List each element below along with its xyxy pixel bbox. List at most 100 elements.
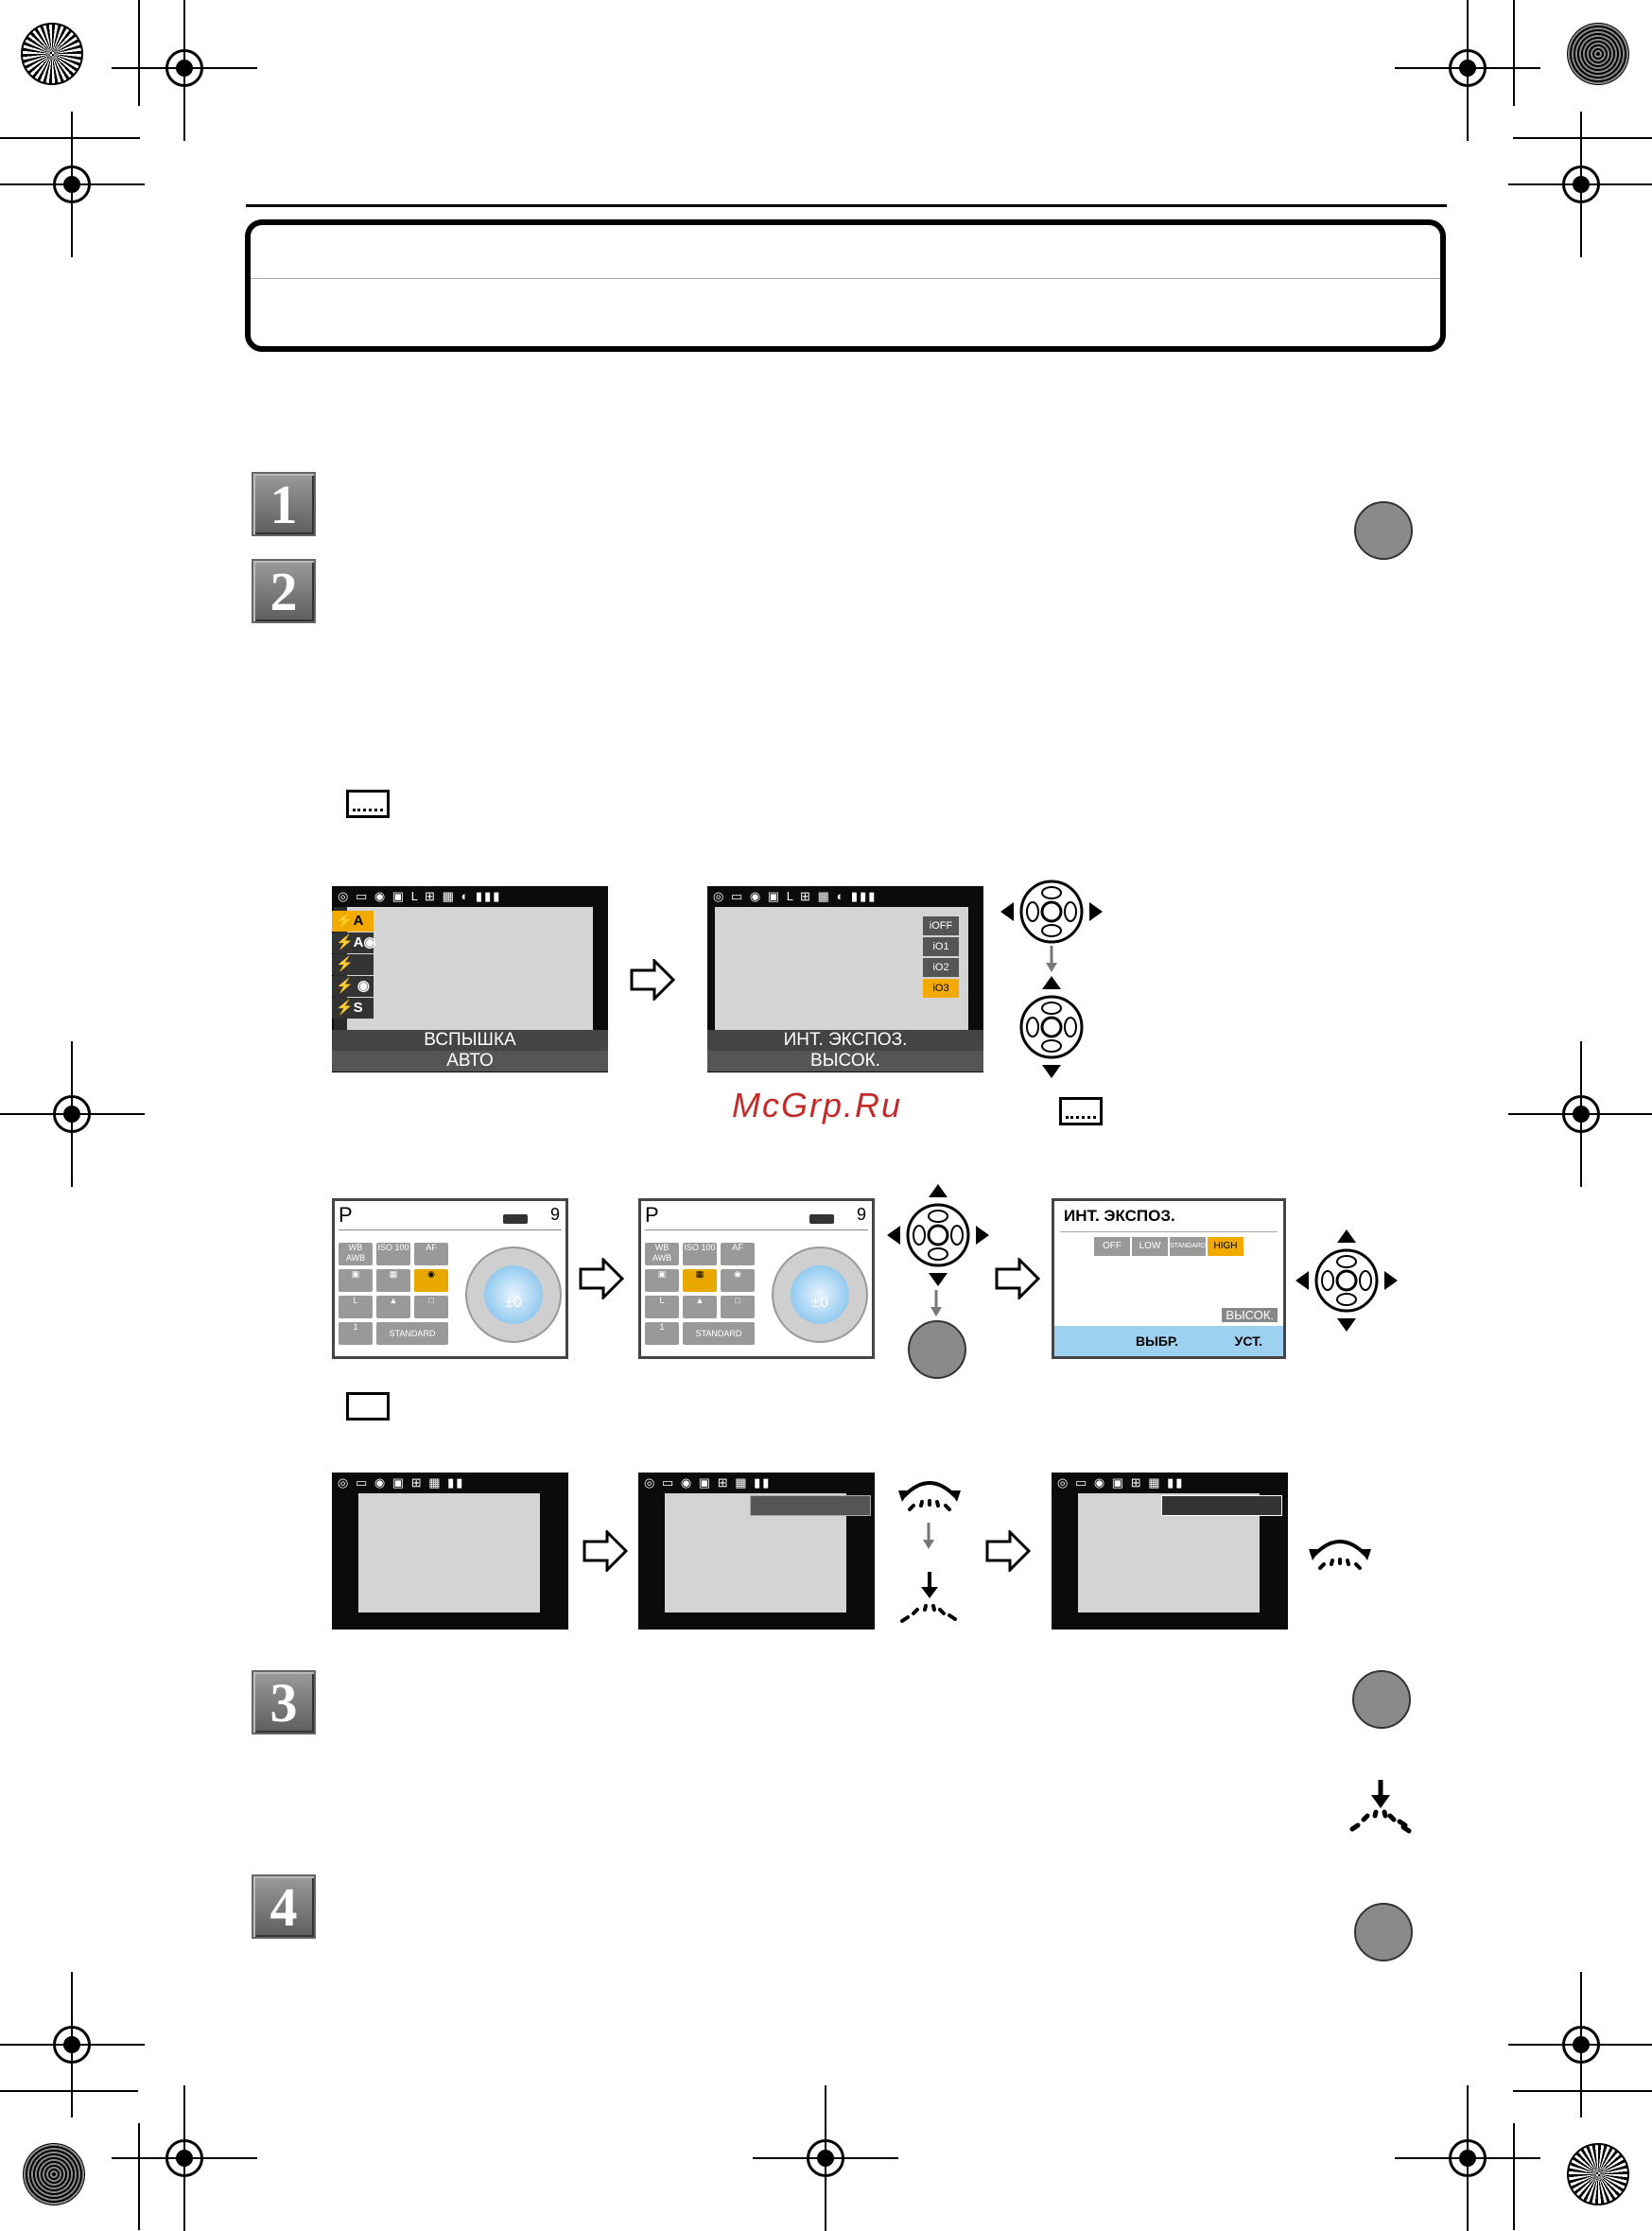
iexp-option: iO2 (923, 958, 959, 977)
quick-cell: L (645, 1296, 679, 1318)
exposure-dial: ±0 (772, 1246, 868, 1343)
registration-mark-icon (1508, 1041, 1652, 1187)
setting-footer (1054, 1326, 1283, 1356)
quick-cell: ▲ (683, 1296, 717, 1318)
exposure-value: ±0 (484, 1265, 543, 1324)
setting-select-hint: ВЫБР. (1136, 1333, 1179, 1349)
crop-line (1513, 2123, 1515, 2230)
setting-option-selected: HIGH (1208, 1237, 1243, 1256)
cursor-pad-icon (887, 1184, 989, 1286)
crop-line (1513, 0, 1515, 106)
registration-mark-icon (112, 0, 257, 141)
setting-title: ИНТ. ЭКСПОЗ. (1064, 1207, 1175, 1225)
flash-caption-1: ВСПЫШКА (332, 1030, 608, 1051)
quick-mode: P (339, 1203, 353, 1227)
step-number: 3 (252, 1670, 316, 1734)
viewfinder-screen: ◎ ▭ ◉ ▣ ⊞ ▦ ▮▮ (332, 1473, 568, 1630)
rings-mark-icon (23, 2143, 85, 2205)
quick-iso: ISO 100 (376, 1243, 410, 1265)
rear-dial-press-icon (900, 1572, 957, 1623)
quick-count: 9 (549, 1205, 560, 1224)
quick-cell: ◉ (721, 1269, 755, 1292)
quick-wb: WB AWB (645, 1243, 679, 1265)
flash-menu-item: ⚡ (332, 954, 374, 975)
starburst-mark-icon (21, 23, 83, 85)
iexp-strip (750, 1495, 871, 1516)
quick-cell: □ (414, 1296, 448, 1318)
mode-lcd-icon (346, 790, 390, 818)
mode-viewfinder-icon (346, 1392, 390, 1421)
flash-caption-2: АВТО (332, 1051, 608, 1072)
lcd-status-bar: ◎ ▭ ◉ ▣ ⊞ ▦ ▮▮ (1057, 1475, 1185, 1490)
quick-af: AF (721, 1243, 755, 1265)
flash-menu-item: ⚡S (332, 998, 374, 1019)
mode-lcd-icon (1059, 1097, 1103, 1125)
flow-arrow-icon (985, 1528, 1032, 1574)
flow-arrow-icon (579, 1256, 625, 1301)
registration-mark-icon (1508, 1972, 1652, 2118)
iexp-option-selected: iO3 (923, 979, 959, 998)
menu-set-button-icon (1354, 1903, 1413, 1961)
setting-option: STANDARD (1170, 1237, 1206, 1256)
setting-option: OFF (1094, 1237, 1130, 1256)
quick-burst: 1 (645, 1322, 679, 1345)
quick-menu-screen: P 9 WB AWB ISO 100 AF ▣ ▦ ◉ L ▲ □ 1 STAN… (332, 1198, 568, 1359)
quick-burst: 1 (339, 1322, 373, 1345)
quick-cell-selected: ▦ (683, 1269, 717, 1292)
quick-cell: L (339, 1296, 373, 1318)
quick-menu-screen: P 9 WB AWB ISO 100 AF ▣ ▦ ◉ L ▲ □ 1 STAN… (638, 1198, 875, 1359)
quick-mode: P (645, 1203, 659, 1227)
menu-set-button-icon (1354, 501, 1413, 560)
watermark: McGrp.Ru (732, 1086, 903, 1124)
quick-style: STANDARD (376, 1322, 448, 1345)
registration-mark-icon (1395, 2085, 1540, 2231)
quick-cell: □ (721, 1296, 755, 1318)
step-number: 1 (252, 472, 316, 536)
starburst-mark-icon (1567, 2143, 1629, 2205)
flash-menu-item: ⚡A (332, 911, 374, 932)
flash-menu-item: ⚡ ◉ (332, 976, 374, 997)
lcd-status-bar: ◎ ▭ ◉ ▣ ⊞ ▦ ▮▮ (644, 1475, 772, 1490)
flow-arrow-icon (995, 1256, 1041, 1301)
cursor-pad-icon (1000, 880, 1103, 944)
cursor-pad-icon (1019, 976, 1084, 1078)
lcd-status-bar: ◎ ▭ ◉ ▣ L ⊞ ▦ ◐ ▮▮▮ (713, 889, 878, 903)
header-rule (246, 204, 1447, 207)
registration-mark-icon (0, 112, 145, 257)
flash-menu-item: ⚡A◉ (332, 932, 376, 953)
viewfinder-screen: ◎ ▭ ◉ ▣ ⊞ ▦ ▮▮ (1052, 1473, 1288, 1630)
iexposure-setting-screen: ИНТ. ЭКСПОЗ. OFF LOW STANDARD HIGH ВЫСОК… (1052, 1198, 1286, 1359)
step-number: 4 (252, 1874, 316, 1939)
registration-mark-icon (0, 1972, 145, 2118)
flow-arrow-icon (583, 1528, 629, 1574)
quick-cell: ▣ (339, 1269, 373, 1292)
registration-mark-icon (753, 2085, 898, 2231)
battery-icon (809, 1214, 834, 1224)
crop-line (0, 137, 138, 139)
iexp-option: iO1 (923, 937, 959, 956)
registration-mark-icon (1395, 0, 1540, 141)
quick-iso: ISO 100 (683, 1243, 717, 1265)
iexp-option: iOFF (923, 916, 959, 935)
quick-cell: ▲ (376, 1296, 410, 1318)
quick-cell-selected: ◉ (414, 1269, 448, 1292)
crop-line (0, 2090, 138, 2092)
crop-line (1513, 137, 1652, 139)
lcd-status-bar: ◎ ▭ ◉ ▣ ⊞ ▦ ▮▮ (338, 1475, 465, 1490)
registration-mark-icon (112, 2085, 257, 2231)
flow-arrow-icon (630, 957, 676, 1002)
menu-set-button-icon (1352, 1670, 1411, 1729)
exposure-value: ±0 (791, 1265, 849, 1324)
registration-mark-icon (1508, 112, 1652, 257)
quick-cell: ▦ (376, 1269, 410, 1292)
battery-icon (503, 1214, 528, 1224)
menu-set-button-icon (908, 1320, 966, 1379)
down-arrow-icon (930, 1290, 942, 1316)
cursor-pad-icon (1296, 1229, 1398, 1332)
lcd-screen-flash: ◎ ▭ ◉ ▣ L ⊞ ▦ ◐ ▮▮▮ ⚡A ⚡A◉ ⚡ ⚡ ◉ ⚡S ВСПЫ… (332, 886, 608, 1072)
exposure-dial: ±0 (465, 1246, 562, 1343)
down-arrow-icon (923, 1523, 934, 1549)
quick-count: 9 (856, 1205, 866, 1224)
quick-wb: WB AWB (339, 1243, 373, 1265)
crop-line (138, 0, 140, 106)
